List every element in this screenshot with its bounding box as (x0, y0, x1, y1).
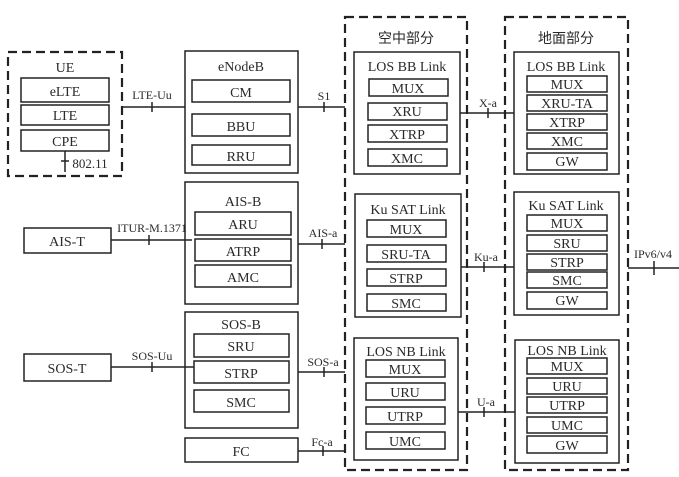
ground-link-item: STRP (550, 256, 584, 271)
ue-title: UE (56, 61, 75, 76)
air-link-item: MUX (389, 363, 422, 378)
ground-link-item: GW (555, 155, 579, 170)
ais-b-item: AMC (227, 271, 259, 286)
ground-link-item: SRU (553, 237, 580, 252)
ground-link-title: LOS BB Link (527, 60, 606, 75)
link-label-x-a: X-a (479, 96, 498, 110)
link-label-ipv6: IPv6/v4 (634, 247, 672, 261)
link-label-ku-a: Ku-a (474, 250, 499, 264)
ground-link-box (513, 191, 620, 316)
air-link-item: SMC (391, 297, 421, 312)
ue-item-box (20, 104, 110, 126)
air-section (343, 15, 469, 472)
enodeb-item: RRU (227, 150, 256, 165)
ground-link-item: GW (555, 294, 579, 309)
ue-item-box (20, 77, 110, 103)
air-link-item: UMC (389, 435, 421, 450)
link-label-u-a: U-a (477, 395, 496, 409)
ground-section-title: 地面部分 (538, 31, 594, 47)
air-link-title: LOS BB Link (368, 60, 447, 75)
air-link-item: URU (390, 386, 420, 401)
air-link-item: MUX (390, 223, 423, 238)
ground-link-item: XRU-TA (541, 97, 594, 112)
ue-item-label: LTE (53, 109, 77, 124)
ais-b-item: ATRP (226, 245, 260, 260)
ground-link-title: Ku SAT Link (528, 199, 603, 214)
ue-item-label: eLTE (50, 85, 81, 100)
ais-t-label: AIS-T (49, 235, 85, 250)
link-label-itur: ITUR-M.1371 (117, 221, 187, 235)
ground-link-item: XMC (551, 135, 583, 150)
connection-lines (111, 102, 679, 456)
ground-link-item: UTRP (549, 399, 585, 414)
link-label-s1: S1 (318, 89, 331, 103)
ais-b-box (184, 181, 299, 305)
ground-link-title: LOS NB Link (527, 344, 606, 359)
sos-b-box (184, 311, 299, 429)
sos-b-item: SRU (227, 340, 254, 355)
sos-t-label: SOS-T (48, 362, 87, 377)
sos-b-item: SMC (226, 396, 256, 411)
air-link-title: LOS NB Link (366, 345, 445, 360)
ground-link-item: MUX (551, 360, 584, 375)
enodeb-box (184, 50, 299, 174)
enodeb-title: eNodeB (218, 60, 264, 75)
enodeb-item: CM (230, 86, 252, 101)
air-link-item: STRP (389, 272, 423, 287)
sos-b-item: STRP (224, 367, 258, 382)
ground-link-box (514, 339, 620, 464)
air-link-item: SRU-TA (381, 248, 431, 263)
link-label-sos-a: SOS-a (307, 355, 339, 369)
ground-link-item: GW (555, 439, 579, 454)
ground-link-item: MUX (551, 217, 584, 232)
air-link-title: Ku SAT Link (370, 203, 445, 218)
ais-b-item: ARU (228, 218, 258, 233)
link-label-fc-a: Fc-a (311, 435, 333, 449)
air-link-item: UTRP (387, 410, 423, 425)
ground-section (503, 15, 630, 472)
wifi-label: 802.11 (72, 156, 107, 171)
air-link-item: XRU (392, 105, 422, 120)
ground-link-item: XTRP (549, 116, 585, 131)
air-link-item: XTRP (389, 128, 425, 143)
fc-box (184, 437, 299, 463)
ground-link-item: MUX (551, 78, 584, 93)
ais-b-title: AIS-B (225, 195, 262, 210)
ground-link-item: SMC (552, 274, 582, 289)
air-link-item: XMC (391, 152, 423, 167)
ground-link-item: UMC (551, 419, 583, 434)
fc-label: FC (232, 445, 249, 460)
link-label-ais-a: AIS-a (309, 226, 338, 240)
air-link-box (353, 337, 459, 461)
enodeb-item: BBU (227, 120, 256, 135)
link-label-sos-uu: SOS-Uu (132, 349, 173, 363)
ground-link-item: URU (552, 380, 582, 395)
sos-b-title: SOS-B (221, 318, 261, 333)
air-link-box (354, 193, 462, 318)
link-label-lte-uu: LTE-Uu (132, 88, 172, 102)
ue-item-label: CPE (52, 135, 78, 150)
air-link-item: MUX (392, 82, 425, 97)
ue-group (6, 50, 124, 178)
air-section-title: 空中部分 (378, 31, 434, 47)
